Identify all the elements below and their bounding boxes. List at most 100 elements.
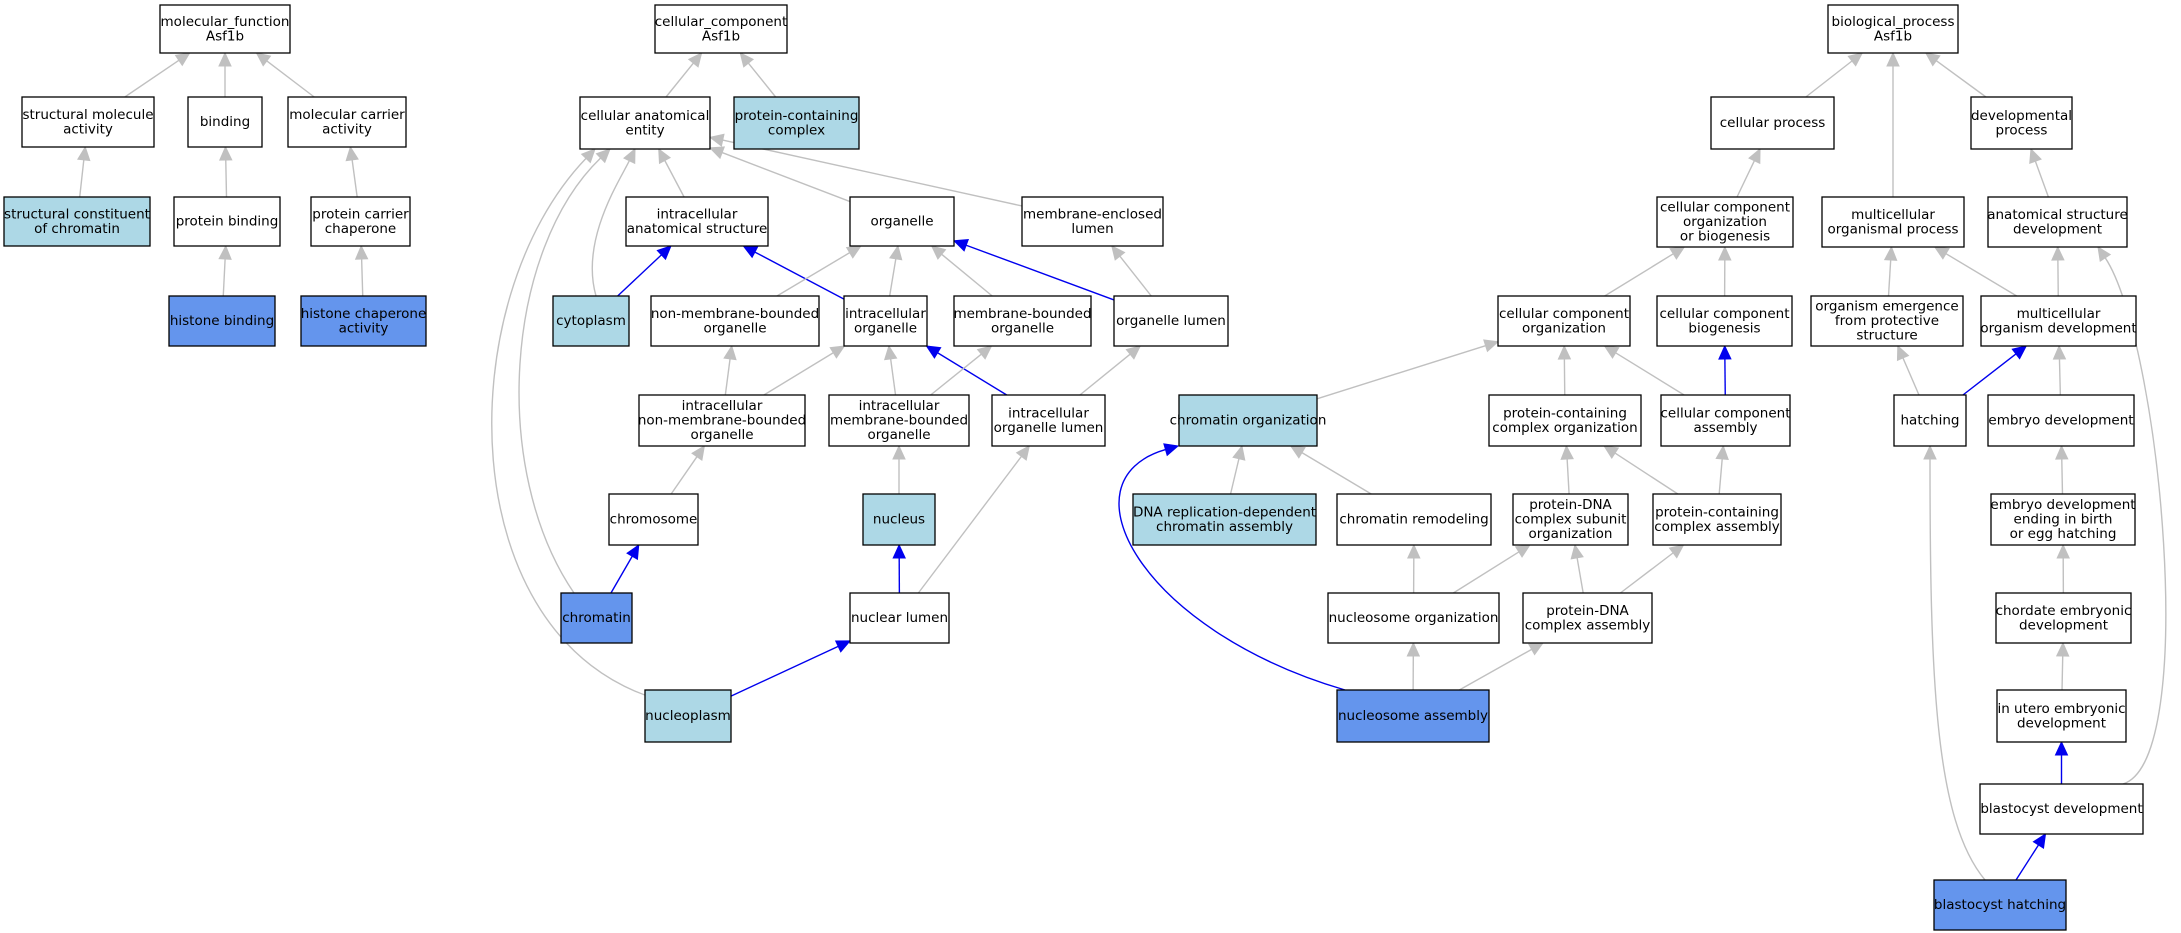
- edge-line: [610, 555, 633, 594]
- node-chromatin[interactable]: chromatin: [560, 592, 633, 644]
- node-embryo-dev[interactable]: embryo development: [1987, 394, 2135, 447]
- node-protein-binding[interactable]: protein binding: [173, 196, 281, 247]
- edge-nuclear-lumen-to-iol: [917, 445, 1030, 594]
- node-blast-dev[interactable]: blastocyst development: [1979, 783, 2144, 835]
- edge-arrowhead: [2054, 740, 2069, 756]
- edge-line: [754, 251, 845, 300]
- edge-cco-to-ccob: [1604, 246, 1686, 297]
- node-box: [1336, 493, 1492, 546]
- node-box: [159, 4, 291, 54]
- node-ol[interactable]: organelle lumen: [1113, 295, 1229, 347]
- node-box: [173, 196, 281, 247]
- node-inmbo[interactable]: intracellularnon-membrane-boundedorganel…: [638, 394, 806, 447]
- edge-line: [491, 157, 661, 701]
- node-label-line: development: [2017, 715, 2106, 731]
- edge-arrowhead: [218, 51, 232, 67]
- edge-arrowhead: [623, 147, 636, 165]
- node-cytoplasm[interactable]: cytoplasm: [552, 295, 630, 347]
- edge-mop-to-bp-root: [1886, 51, 1900, 197]
- edge-io-to-ias: [742, 245, 845, 300]
- edge-arrowhead: [1125, 345, 1142, 360]
- edge-arrowhead: [1896, 344, 1910, 362]
- edge-arrowhead: [829, 345, 846, 359]
- edge-line: [1887, 259, 1892, 297]
- node-label-line: biological_process: [1832, 14, 1955, 30]
- edge-line: [888, 258, 897, 297]
- edge-line: [1619, 552, 1674, 594]
- node-box: [849, 592, 950, 644]
- edge-binding-to-mf-root: [218, 51, 232, 97]
- edge-arrowhead: [658, 147, 672, 165]
- node-blast-hatch[interactable]: blastocyst hatching: [1933, 879, 2067, 931]
- edge-oe-to-mop: [1883, 245, 1898, 297]
- node-chrom-rem[interactable]: chromatin remodeling: [1336, 493, 1492, 546]
- node-nuc-asm[interactable]: nucleosome assembly: [1336, 689, 1490, 743]
- node-cell-proc[interactable]: cellular process: [1710, 96, 1835, 150]
- node-nuc-org[interactable]: nucleosome organization: [1327, 592, 1500, 644]
- edge-arrowhead: [930, 245, 947, 260]
- edge-line: [2015, 844, 2040, 881]
- edge-arrowhead: [2097, 246, 2112, 262]
- node-box: [733, 96, 860, 150]
- edge-pdna-asm-to-pdna-sub: [1570, 543, 1584, 594]
- node-chrom-org[interactable]: chromatin organization: [1170, 394, 1327, 447]
- node-box: [862, 493, 936, 546]
- edge-arrowhead: [1527, 642, 1545, 656]
- node-label-line: organismal process: [1827, 221, 1958, 237]
- edge-organelle-to-cae: [708, 146, 851, 203]
- edge-arrowhead: [2052, 344, 2067, 360]
- node-organelle[interactable]: organelle: [849, 196, 955, 247]
- node-binding[interactable]: binding: [187, 96, 263, 148]
- node-histone-binding[interactable]: histone binding: [168, 295, 276, 347]
- node-box: [1821, 196, 1965, 248]
- edge-blast-hatch-to-blast-dev: [2015, 832, 2047, 881]
- node-label-line: of chromatin: [34, 221, 120, 237]
- edge-line: [1614, 452, 1679, 495]
- edge-arrowhead: [2051, 245, 2065, 261]
- node-nuclear-lumen[interactable]: nuclear lumen: [849, 592, 950, 644]
- edge-ol-to-organelle: [952, 239, 1115, 301]
- node-hatching[interactable]: hatching: [1893, 394, 1967, 447]
- edge-arrowhead: [1923, 444, 1937, 460]
- edge-line: [724, 358, 731, 396]
- node-chromosome[interactable]: chromosome: [608, 493, 699, 546]
- node-nucleoplasm[interactable]: nucleoplasm: [644, 689, 732, 743]
- node-nucleus[interactable]: nucleus: [862, 493, 936, 546]
- node-box: [849, 196, 955, 247]
- edge-blast-hatch-to-hatching: [1923, 444, 1986, 881]
